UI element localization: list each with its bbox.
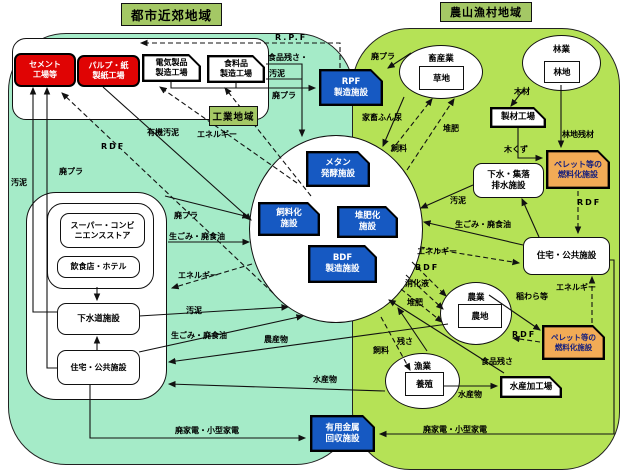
edge-label-garbage-housing: 生ごみ・廃食油: [171, 331, 227, 340]
supermarket-convenience: スーパー・コンビ ニエンスストア: [60, 213, 145, 248]
aquaculture-box: 養殖: [405, 372, 444, 396]
edge-label-rdf-to-farm: RDF: [512, 330, 537, 339]
grassland-box: 草地: [419, 66, 464, 90]
edge-label-compost-to-farm: 堆肥: [407, 298, 423, 307]
methane-fermentation-plant: メタン 発酵施設: [306, 151, 370, 187]
edge-label-rdf-urban: RDF: [101, 142, 126, 151]
forestry-label: 林業: [552, 45, 570, 55]
edge-label-plastic-housing: 廃プラ: [59, 167, 83, 176]
edge-label-plastic-stores: 廃プラ: [174, 211, 198, 220]
composting-plant: 堆肥化 施設: [337, 206, 398, 238]
edge-label-marine-products: 水産物: [458, 390, 482, 399]
edge-label-garbage-rural: 生ごみ・廃食油: [455, 220, 511, 229]
edge-label-plastic-to-rpf: 廃プラ: [272, 91, 296, 100]
rural-title: 農山漁村地域: [440, 2, 532, 22]
edge-label-rpf-top: R.P.F: [275, 33, 308, 42]
edge-label-feed-to-fishery: 飼料: [373, 346, 389, 355]
electronics-factory: 電気製品 製造工場: [142, 54, 201, 82]
edge-label-energy-pellet: エネルギー: [556, 283, 596, 292]
edge-label-appliances-rural: 廃家電・小型家電: [423, 425, 487, 434]
edge-label-sludge-urban: 汚泥: [269, 69, 285, 78]
edge-label-plastic-livestock: 廃プラ: [371, 52, 395, 61]
industrial-zone-label: 工業地域: [209, 106, 258, 126]
edge-label-sludge-sewage: 汚泥: [186, 306, 202, 315]
sewage-plant-left: 下水道施設: [57, 303, 140, 335]
edge-label-forest-residue: 林地残材: [562, 130, 594, 139]
rpf-plant: RPF 製造施設: [319, 69, 383, 106]
metal-recovery-plant: 有用金属 回収施設: [310, 415, 375, 452]
edge-label-compost-to-grassland: 堆肥: [443, 124, 459, 133]
urban-title: 都市近郊地域: [121, 3, 222, 26]
edge-label-agri-products: 農産物: [264, 335, 288, 344]
cement-factory: セメント 工場等: [14, 53, 76, 87]
edge-label-food-residue-marine: 食品残さ: [481, 357, 513, 366]
edge-label-sludge-rural: 汚泥: [450, 196, 466, 205]
edge-label-food-residue-urban: 食品残さ・: [268, 53, 308, 62]
edge-label-wood: 木材: [514, 87, 530, 96]
edge-label-bdf-to-farm: BDF: [415, 263, 440, 272]
housing-public-left: 住宅・公共施設: [57, 350, 140, 385]
food-factory: 食料品 製造工場: [207, 55, 265, 83]
livestock-label: 畜産業: [428, 54, 454, 64]
fishery-label: 漁業: [413, 362, 431, 372]
edge-label-residue-fishery: 残さ: [397, 337, 413, 346]
edge-label-marine-products-long: 水産物: [313, 375, 337, 384]
edge-label-organic-sludge: 有機汚泥: [147, 128, 179, 137]
edge-label-energy-urban: エネルギー: [178, 271, 218, 280]
agriculture-label: 農業: [467, 293, 485, 303]
edge-label-manure: 家畜ふん尿: [362, 113, 402, 122]
edge-label-appliances-urban: 廃家電・小型家電: [175, 426, 239, 435]
forest-land-box: 林地: [544, 61, 580, 83]
farmland-box: 農地: [458, 304, 502, 328]
sawmill: 製材工場: [490, 107, 546, 128]
pulp-paper-factory: パルプ・紙 製紙工場: [77, 55, 140, 87]
pellet-fuel-plant-bottom: ペレット等の 燃料化施設: [542, 325, 605, 360]
bdf-production-plant: BDF 製造施設: [308, 245, 377, 283]
feed-conversion-plant: 飼料化 施設: [258, 202, 320, 236]
edge-label-sludge-cement: 汚泥: [11, 178, 27, 187]
edge-label-wood-scrap: 木くず: [504, 145, 528, 154]
edge-label-energy-rural: エネルギー: [417, 247, 457, 256]
pellet-fuel-plant-top: ペレット等の 燃料化施設: [546, 150, 610, 189]
sewage-village-facility: 下水・集落 排水施設: [473, 163, 544, 198]
restaurant-hotel: 飲食店・ホテル: [57, 256, 140, 278]
edge-label-rdf-to-housing: RDF: [577, 198, 602, 207]
housing-public-right: 住宅・公共施設: [523, 237, 610, 275]
edge-label-garbage-stores: 生ごみ・廃食油: [169, 232, 225, 241]
marine-processing-plant: 水産加工場: [500, 376, 562, 398]
edge-label-rice-straw: 稲わら等: [516, 292, 548, 301]
edge-label-energy-factories: エネルギー: [197, 130, 237, 139]
edge-label-digested-liquid: 消化液: [405, 279, 429, 288]
edge-label-feed-to-livestock: 飼料: [391, 144, 407, 153]
